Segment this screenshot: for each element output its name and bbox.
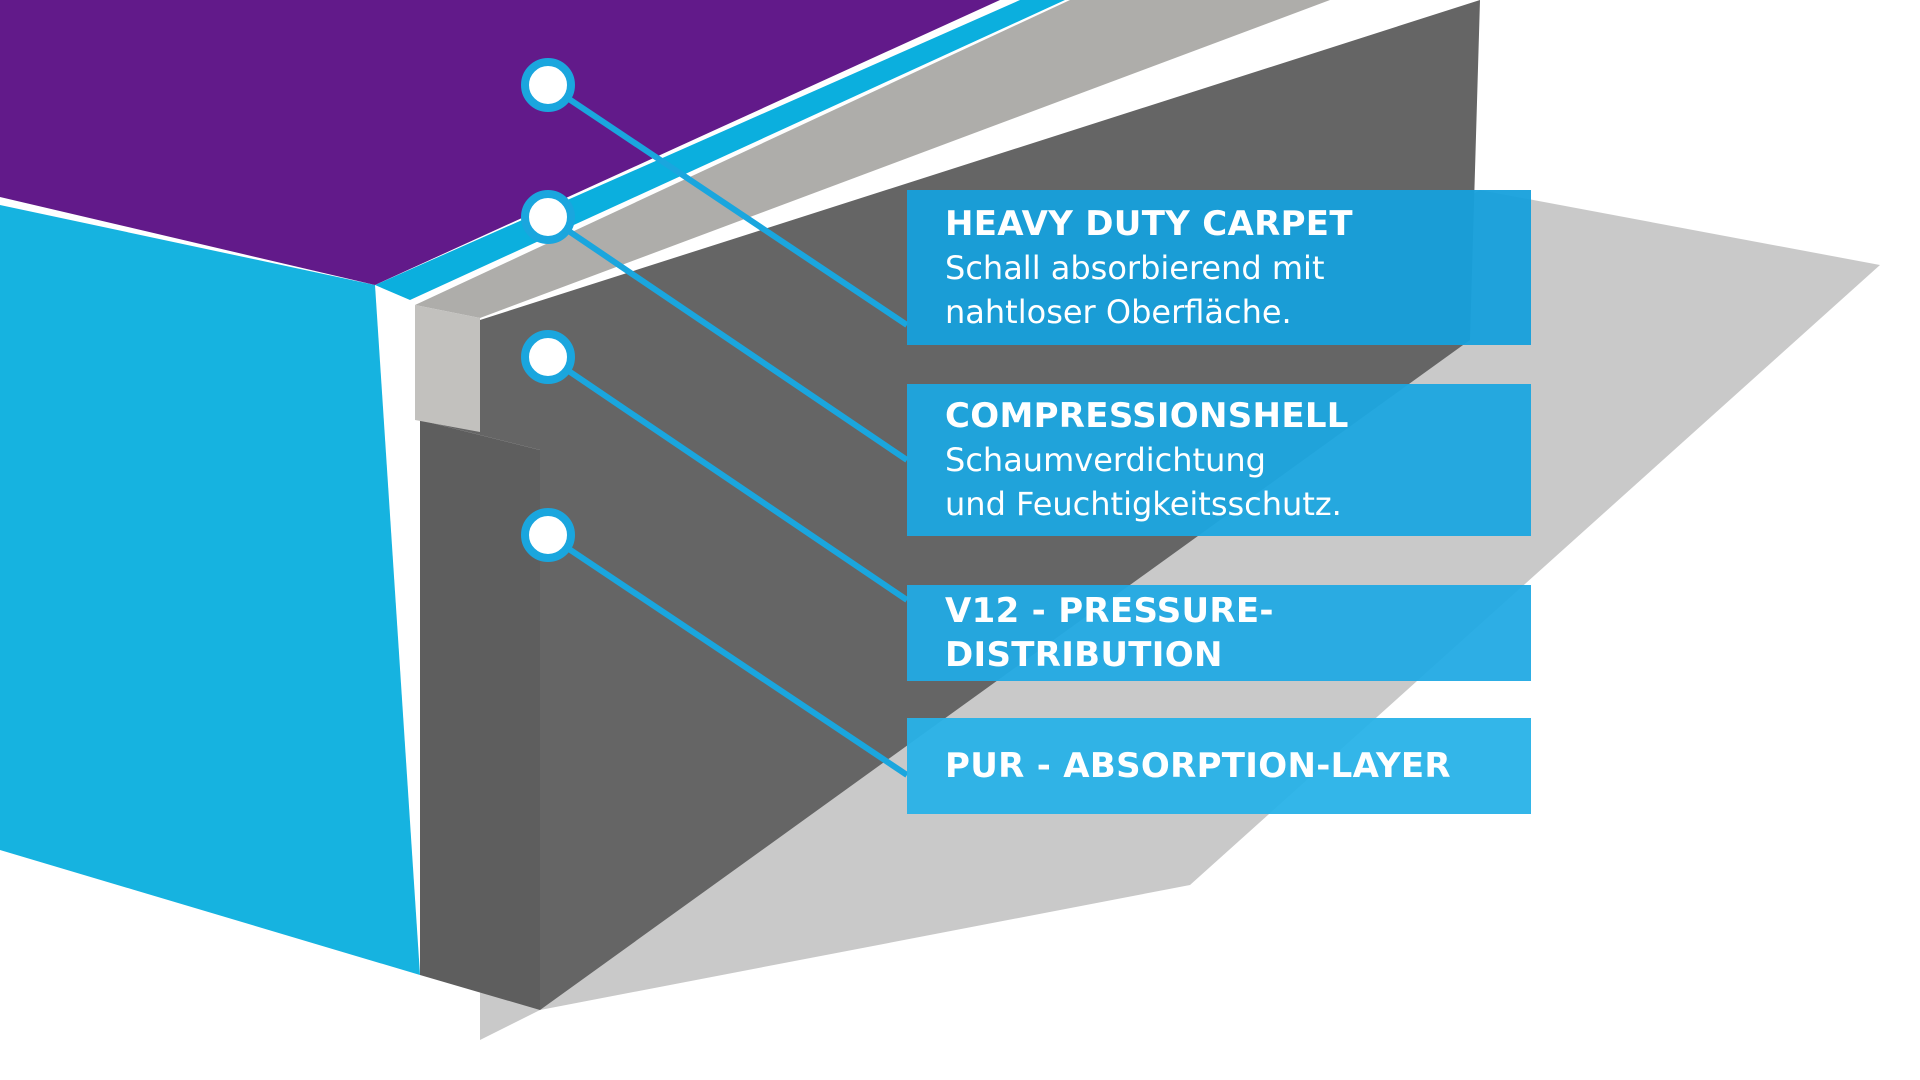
marker-v12 xyxy=(521,330,575,384)
marker-compressionshell xyxy=(521,190,575,244)
compressionshell-front xyxy=(415,305,480,432)
marker-pur xyxy=(521,508,575,562)
label-description-line: Schall absorbierend mit xyxy=(945,248,1325,287)
label-pur-absorption-layer: PUR - ABSORPTION-LAYER xyxy=(907,718,1531,814)
marker-carpet xyxy=(521,58,575,112)
label-description-line: nahtloser Oberfläche. xyxy=(945,292,1292,331)
label-compressionshell: COMPRESSIONSHELL Schaumverdichtung und F… xyxy=(907,384,1531,536)
cyan-side-panel xyxy=(0,205,420,975)
label-v12-pressure-distribution: V12 - PRESSURE-DISTRIBUTION xyxy=(907,585,1531,681)
absorption-layer-front xyxy=(420,420,540,1010)
leader-lines xyxy=(546,82,909,778)
leader-line-carpet xyxy=(546,82,909,328)
compressionshell-top xyxy=(415,0,1330,318)
leader-line-pur xyxy=(546,532,909,778)
leader-line-v12 xyxy=(546,354,909,603)
label-title: COMPRESSIONSHELL xyxy=(945,396,1349,436)
label-heavy-duty-carpet: HEAVY DUTY CARPET Schall absorbierend mi… xyxy=(907,190,1531,345)
markers xyxy=(521,58,575,562)
label-description-line: und Feuchtigkeitsschutz. xyxy=(945,485,1342,523)
label-title: V12 - PRESSURE-DISTRIBUTION xyxy=(945,591,1274,675)
label-title: PUR - ABSORPTION-LAYER xyxy=(945,746,1451,786)
leader-line-compressionshell xyxy=(546,214,909,463)
label-description-line: Schaumverdichtung xyxy=(945,441,1266,479)
heavy-duty-carpet-surface xyxy=(0,0,1000,285)
label-title: HEAVY DUTY CARPET xyxy=(945,203,1353,244)
